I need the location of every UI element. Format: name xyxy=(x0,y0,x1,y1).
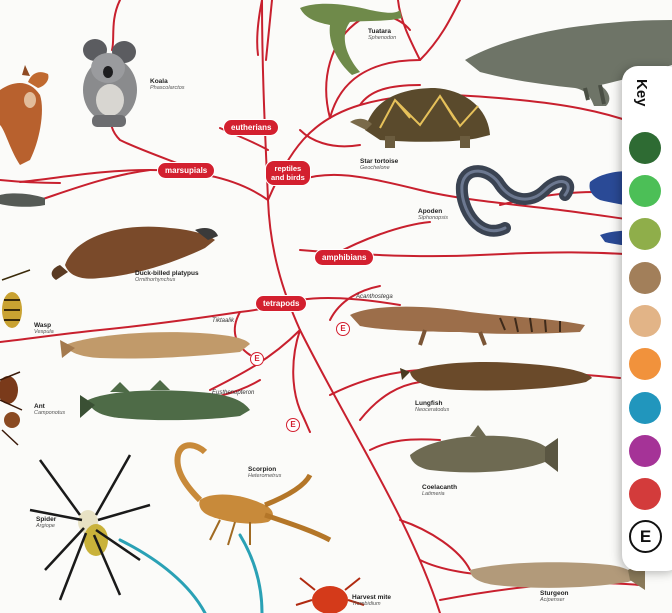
wasp-illustration xyxy=(2,270,30,328)
label-tiktaalik: Tiktaalik xyxy=(212,318,234,325)
ant-illustration xyxy=(0,372,22,445)
label-harvest-mite: Harvest mite Trombidium xyxy=(352,594,391,608)
tiktaalik-illustration xyxy=(60,332,250,358)
latin-name: Siphonopsis xyxy=(418,215,448,222)
small-animal-silhouette xyxy=(0,193,45,206)
latin-name: Ornithorhynchus xyxy=(135,277,199,284)
common-name: Tuatara xyxy=(368,28,396,35)
node-amphibians: amphibians xyxy=(315,250,373,265)
latin-name: Geochelone xyxy=(360,165,398,172)
label-lungfish: Lungfish Neoceratodus xyxy=(415,400,449,414)
common-name: Koala xyxy=(150,78,185,85)
label-star-tortoise: Star tortoise Geochelone xyxy=(360,158,398,172)
common-name: Lungfish xyxy=(415,400,449,407)
key-swatch-red[interactable] xyxy=(629,478,661,510)
latin-name: Acipenser xyxy=(540,597,569,604)
extinct-marker: E xyxy=(336,322,350,336)
latin-name: Vespula xyxy=(34,329,54,336)
latin-name: Latimeria xyxy=(422,491,457,498)
acanthostega-illustration xyxy=(350,307,585,345)
key-swatch-olive[interactable] xyxy=(629,218,661,250)
common-name: Scorpion xyxy=(248,466,281,473)
label-platypus: Duck-billed platypus Ornithorhynchus xyxy=(135,270,199,284)
extinct-marker: E xyxy=(286,418,300,432)
label-koala: Koala Phascolarctos xyxy=(150,78,185,92)
key-swatch-dark-green[interactable] xyxy=(629,132,661,164)
label-acanthostega: Acanthostega xyxy=(356,294,393,301)
latin-name: Neoceratodus xyxy=(415,407,449,414)
common-name: Sturgeon xyxy=(540,590,569,597)
latin-name: Trombidium xyxy=(352,601,391,608)
node-marsupials: marsupials xyxy=(158,163,214,178)
node-tetrapods: tetrapods xyxy=(256,296,306,311)
key-swatch-orange[interactable] xyxy=(629,348,661,380)
star-tortoise-illustration xyxy=(350,88,490,148)
common-name: Harvest mite xyxy=(352,594,391,601)
latin-name: Camponotus xyxy=(34,410,65,417)
koala-illustration xyxy=(83,39,137,127)
lungfish-illustration xyxy=(400,362,592,390)
label-apoden: Apoden Siphonopsis xyxy=(418,208,448,222)
label-tuatara: Tuatara Sphenodon xyxy=(368,28,396,42)
common-name: Wasp xyxy=(34,322,54,329)
scorpion-illustration xyxy=(177,445,330,545)
extinct-marker: E xyxy=(250,352,264,366)
node-eutherians: eutherians xyxy=(224,120,278,135)
node-reptiles-and-birds: reptiles and birds xyxy=(266,161,310,185)
key-extinct-icon[interactable]: E xyxy=(629,520,662,553)
common-name: Star tortoise xyxy=(360,158,398,165)
label-coelacanth: Coelacanth Latimeria xyxy=(422,484,457,498)
key-title: Key xyxy=(633,79,650,119)
eusthenopteron-illustration xyxy=(80,380,250,420)
sturgeon-illustration xyxy=(470,560,645,590)
common-name: Apoden xyxy=(418,208,448,215)
label-spider: Spider Argiope xyxy=(36,516,56,530)
key-swatch-tan[interactable] xyxy=(629,305,661,337)
label-ant: Ant Camponotus xyxy=(34,403,65,417)
common-name: Duck-billed platypus xyxy=(135,270,199,277)
key-swatch-green[interactable] xyxy=(629,175,661,207)
key-swatch-blue[interactable] xyxy=(629,392,661,424)
key-swatch-purple[interactable] xyxy=(629,435,661,467)
label-scorpion: Scorpion Heterometrus xyxy=(248,466,281,480)
label-wasp: Wasp Vespula xyxy=(34,322,54,336)
coelacanth-illustration xyxy=(410,425,558,472)
label-eusthenopteron: Eusthenopteron xyxy=(212,390,254,397)
common-name: Coelacanth xyxy=(422,484,457,491)
common-name: Ant xyxy=(34,403,65,410)
label-sturgeon: Sturgeon Acipenser xyxy=(540,590,569,604)
common-name: Spider xyxy=(36,516,56,523)
latin-name: Sphenodon xyxy=(368,35,396,42)
key-swatch-brown[interactable] xyxy=(629,262,661,294)
kangaroo-illustration xyxy=(0,65,48,165)
latin-name: Heterometrus xyxy=(248,473,281,480)
latin-name: Phascolarctos xyxy=(150,85,185,92)
latin-name: Argiope xyxy=(36,523,56,530)
